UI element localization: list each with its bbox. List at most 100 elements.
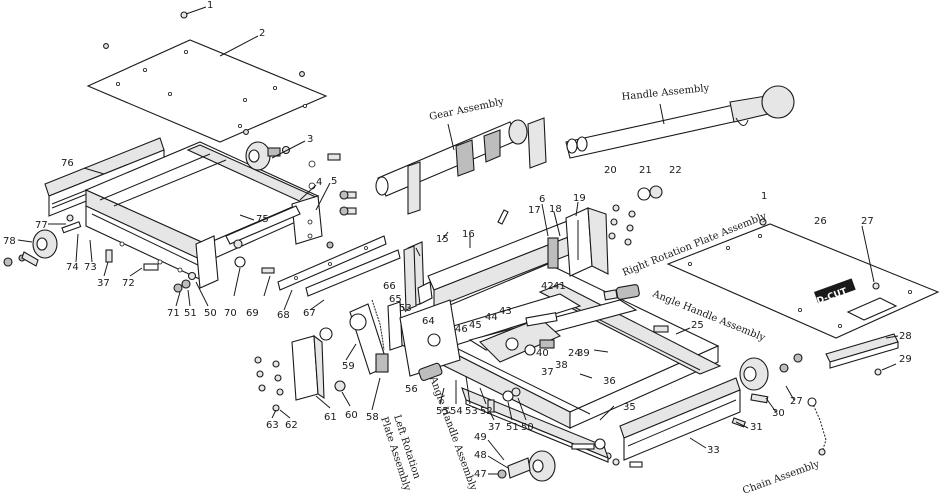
cross-rod xyxy=(225,205,301,249)
part-number: 38 xyxy=(555,360,568,371)
part-number: 2 xyxy=(259,28,265,39)
bottom-studs xyxy=(487,387,521,413)
part-number: 22 xyxy=(669,165,682,176)
top-cover-plate xyxy=(86,39,328,143)
part-number: 71 xyxy=(167,308,180,319)
part-number: 48 xyxy=(474,450,487,461)
part-number: 42 xyxy=(541,281,554,292)
part-number: 74 xyxy=(66,262,79,273)
part-number: 75 xyxy=(256,214,269,225)
part-number: 72 xyxy=(122,278,135,289)
part-number: 6 xyxy=(539,194,545,205)
wheel-top-left xyxy=(245,141,291,171)
part-number: 44 xyxy=(485,312,498,323)
part-number: 45 xyxy=(469,320,482,331)
screw-1-top xyxy=(180,11,188,19)
part-number: 36 xyxy=(603,376,616,387)
part-number: 53 xyxy=(399,303,412,314)
part-number: 51 xyxy=(184,308,197,319)
part-number: 56 xyxy=(405,384,418,395)
part-number: 54 xyxy=(450,406,463,417)
bolt-64 xyxy=(653,325,669,333)
part-number: 4 xyxy=(316,177,322,188)
wheel-left xyxy=(3,214,82,267)
upper-slide-bar xyxy=(407,209,577,309)
part-number: 20 xyxy=(604,165,617,176)
part-number: 55 xyxy=(436,406,449,417)
left-frame-studs xyxy=(105,249,275,293)
long-bar-lower xyxy=(305,249,401,297)
part-number: 50 xyxy=(521,422,534,433)
part-number: 3 xyxy=(307,134,313,145)
part-number: 66 xyxy=(383,281,396,292)
part-number: 52 xyxy=(480,406,493,417)
gear-assembly xyxy=(375,117,547,215)
part-number: 5 xyxy=(331,176,337,187)
part-number-labels: 1 2 3 4 5 6 17 18 19 15 16 20 21 22 1 26… xyxy=(3,0,912,480)
part-number: 24 xyxy=(568,348,581,359)
inner-mechanism xyxy=(479,312,562,363)
part-number: 62 xyxy=(285,420,298,431)
screws-62-63 xyxy=(254,356,284,412)
angle-handle-left-knob xyxy=(418,362,443,381)
part-number: 16 xyxy=(462,229,475,240)
part-number: 50 xyxy=(204,308,217,319)
part-number: 1 xyxy=(761,191,767,202)
handle-assembly xyxy=(565,85,795,159)
part-number: 67 xyxy=(303,308,316,319)
part-number: 29 xyxy=(899,354,912,365)
leader-lines xyxy=(17,6,899,475)
part-number: 41 xyxy=(553,281,566,292)
wheel-bottom xyxy=(497,450,556,482)
part-number: 76 xyxy=(61,158,74,169)
part-number: 40 xyxy=(536,348,549,359)
part-number: 33 xyxy=(707,445,720,456)
part-number: 30 xyxy=(772,408,785,419)
screw-29 xyxy=(874,368,882,376)
part-number: 35 xyxy=(623,402,636,413)
part-number: 46 xyxy=(455,324,468,335)
part-number: 51 xyxy=(506,422,519,433)
part-number: 65 xyxy=(389,294,402,305)
part-number: 53 xyxy=(465,406,478,417)
part-number: 37 xyxy=(97,278,110,289)
part-number: 47 xyxy=(474,469,487,480)
part-number: 59 xyxy=(342,361,355,372)
part-number: 37 xyxy=(541,367,554,378)
part-number: 78 xyxy=(3,236,16,247)
right-rotation-plate: D-CUT xyxy=(666,218,940,339)
bolts-right-of-frame xyxy=(308,153,357,249)
right-end-blocks xyxy=(547,207,609,277)
part-number: 43 xyxy=(499,306,512,317)
part-number: 25 xyxy=(691,320,704,331)
part-number: 77 xyxy=(35,220,48,231)
left-rotation-plate-assembly xyxy=(349,245,461,377)
part-number: 19 xyxy=(573,193,586,204)
part-number: 69 xyxy=(246,308,259,319)
bolt-column-right xyxy=(608,204,636,246)
part-number: 68 xyxy=(277,310,290,321)
part-number: 39 xyxy=(577,348,590,359)
part-number: 18 xyxy=(549,204,562,215)
chain-assembly-label: Chain Assembly xyxy=(741,459,821,496)
part-number: 17 xyxy=(528,205,541,216)
washers-60 xyxy=(319,327,346,392)
part-number: 60 xyxy=(345,410,358,421)
part-number: 26 xyxy=(814,216,827,227)
long-bar-upper xyxy=(277,235,387,291)
bracket-61 xyxy=(291,334,325,401)
angle-handle-right-knob xyxy=(603,284,640,301)
part-number: 61 xyxy=(324,412,337,423)
part-number: 27 xyxy=(861,216,874,227)
handle-assembly-label: Handle Assembly xyxy=(621,83,710,103)
chain-assembly xyxy=(807,397,827,456)
part-number: 27 xyxy=(790,396,803,407)
part-number: 1 xyxy=(207,0,213,11)
gear-assembly-label: Gear Assembly xyxy=(428,96,505,123)
part-number: 73 xyxy=(84,262,97,273)
part-number: 31 xyxy=(750,422,763,433)
part-number: 21 xyxy=(639,165,652,176)
part-number: 64 xyxy=(422,316,435,327)
